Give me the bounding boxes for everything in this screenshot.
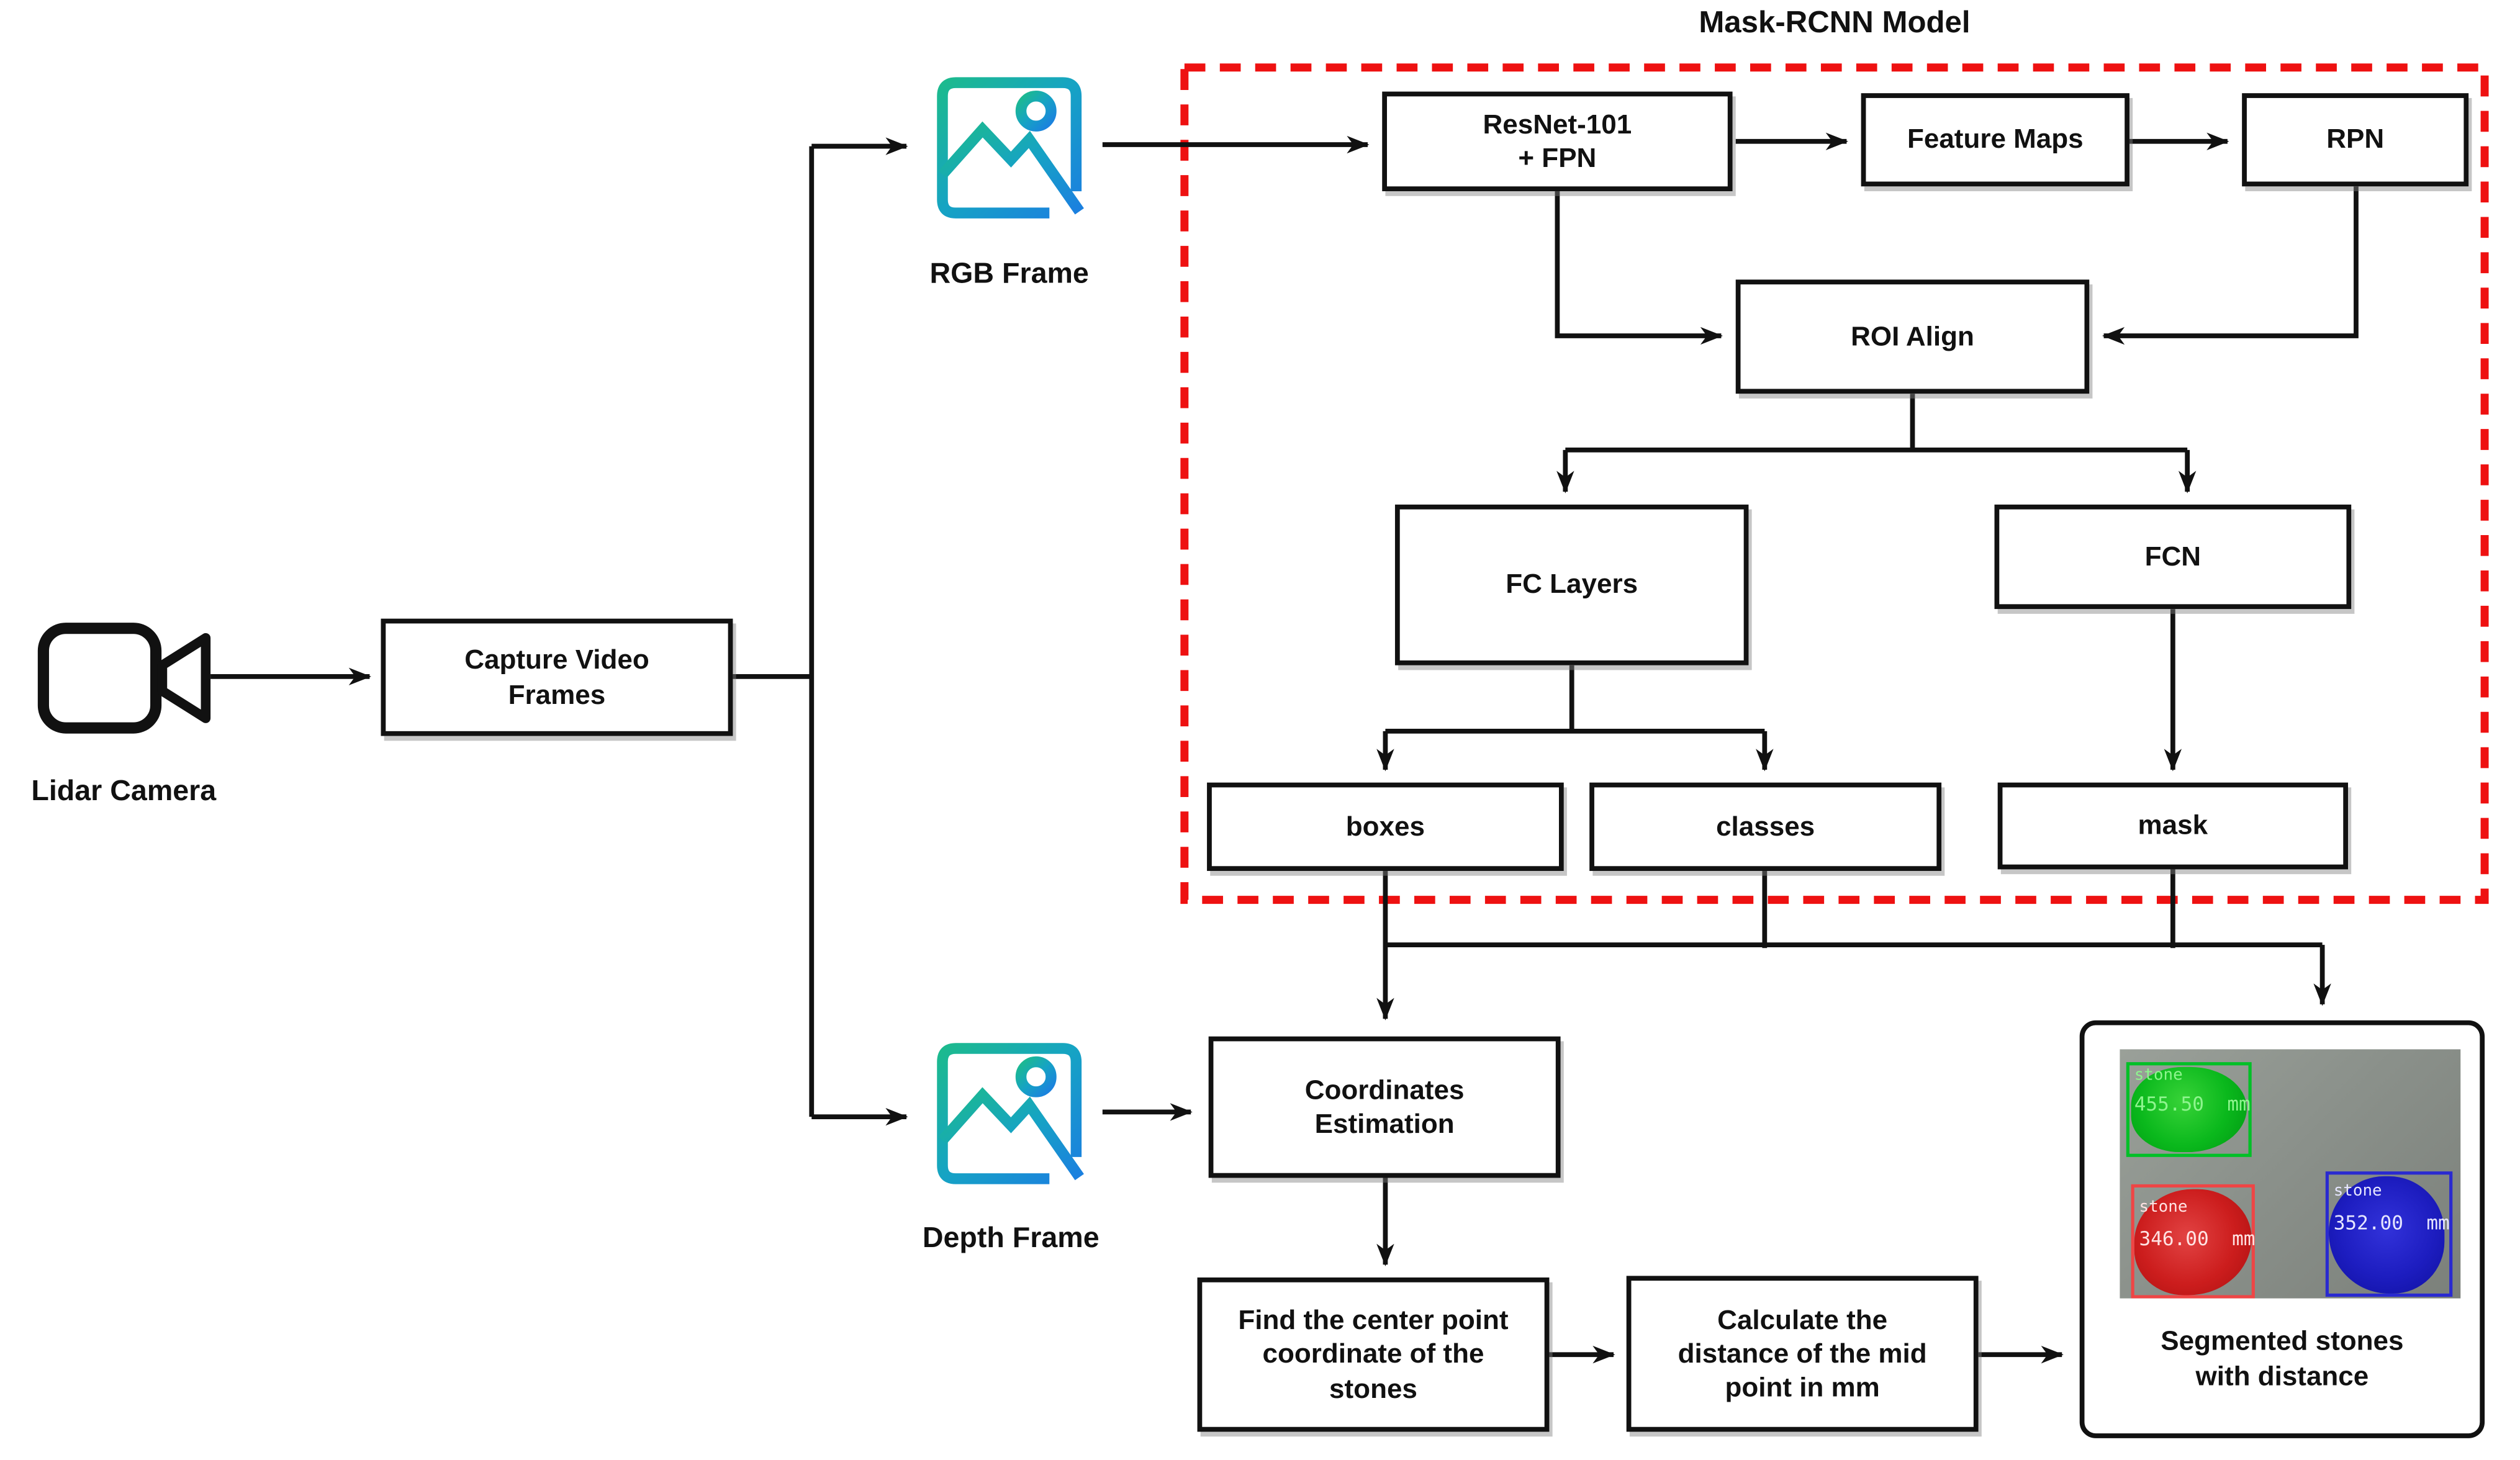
rgb-frame-caption: RGB Frame — [929, 257, 1089, 289]
wire-capture-branch — [733, 146, 815, 1117]
stone-class-label: stone — [2134, 1066, 2183, 1085]
node-label: ROI Align — [1851, 321, 1974, 352]
arrow-rpn-to-roialign — [2102, 186, 2359, 345]
node-fcn: FCN — [1994, 504, 2352, 610]
lidar-camera-caption: Lidar Camera — [31, 774, 217, 807]
wire-output-bus — [1385, 869, 2323, 949]
stone-bbox-green: stone 455.50 mm — [2126, 1062, 2252, 1157]
node-classes: classes — [1589, 782, 1942, 872]
node-label: boxes — [1345, 811, 1425, 842]
stone-red — [2134, 1189, 2252, 1296]
node-label: Feature Maps — [1907, 124, 2084, 155]
node-boxes: boxes — [1207, 782, 1564, 872]
node-label: Capture Video Frames — [464, 644, 649, 710]
node-find-center-point: Find the center point coordinate of the … — [1197, 1277, 1550, 1432]
stone-bbox-red: stone 346.00 mm — [2131, 1184, 2256, 1299]
stone-blue — [2328, 1176, 2445, 1294]
segmented-stones-image: stone 455.50 mm stone 346.00 mm stone 35… — [2120, 1049, 2461, 1299]
node-label: Calculate the distance of the mid point … — [1678, 1304, 1927, 1404]
video-camera-icon — [37, 623, 211, 734]
wire-fclayers-split — [1385, 665, 1765, 734]
node-label: RPN — [2326, 124, 2385, 155]
image-icon-rgb — [937, 77, 1084, 219]
node-label: Coordinates Estimation — [1304, 1075, 1465, 1140]
stone-class-label: stone — [2333, 1183, 2382, 1201]
node-label: mask — [2138, 810, 2208, 841]
diagram-title: Mask-RCNN Model — [1699, 6, 1971, 40]
stone-distance-label: 346.00 mm — [2139, 1227, 2256, 1250]
image-icon-depth — [937, 1043, 1084, 1184]
node-label: Find the center point coordinate of the … — [1238, 1305, 1509, 1404]
node-label: FC Layers — [1506, 569, 1638, 600]
segmented-result-card: stone 455.50 mm stone 346.00 mm stone 35… — [2079, 1020, 2485, 1438]
wire-roialign-split — [1565, 394, 2188, 453]
arrow-resnet-to-roialign — [1555, 191, 1723, 345]
node-fc-layers: FC Layers — [1394, 504, 1749, 665]
stone-class-label: stone — [2139, 1199, 2188, 1217]
depth-frame-caption: Depth Frame — [922, 1221, 1100, 1254]
node-rpn: RPN — [2242, 93, 2469, 187]
node-label: ResNet-101 + FPN — [1483, 109, 1632, 174]
node-mask: mask — [1997, 782, 2349, 870]
node-feature-maps: Feature Maps — [1861, 93, 2129, 187]
node-calculate-distance: Calculate the distance of the mid point … — [1626, 1276, 1979, 1432]
mask-rcnn-boundary — [1180, 63, 2489, 904]
stone-bbox-blue: stone 352.00 mm — [2325, 1171, 2453, 1297]
node-label: classes — [1716, 811, 1815, 842]
node-label: FCN — [2144, 541, 2202, 572]
node-capture-video-frames: Capture Video Frames — [381, 618, 733, 736]
stone-distance-label: 352.00 mm — [2333, 1211, 2450, 1235]
node-resnet-fpn: ResNet-101 + FPN — [1382, 91, 1733, 192]
segmented-result-caption: Segmented stones with distance — [2161, 1325, 2404, 1392]
node-coordinates-estimation: Coordinates Estimation — [1208, 1036, 1561, 1178]
stone-distance-label: 455.50 mm — [2134, 1093, 2251, 1115]
stone-green — [2131, 1066, 2247, 1153]
node-roi-align: ROI Align — [1735, 279, 2090, 394]
